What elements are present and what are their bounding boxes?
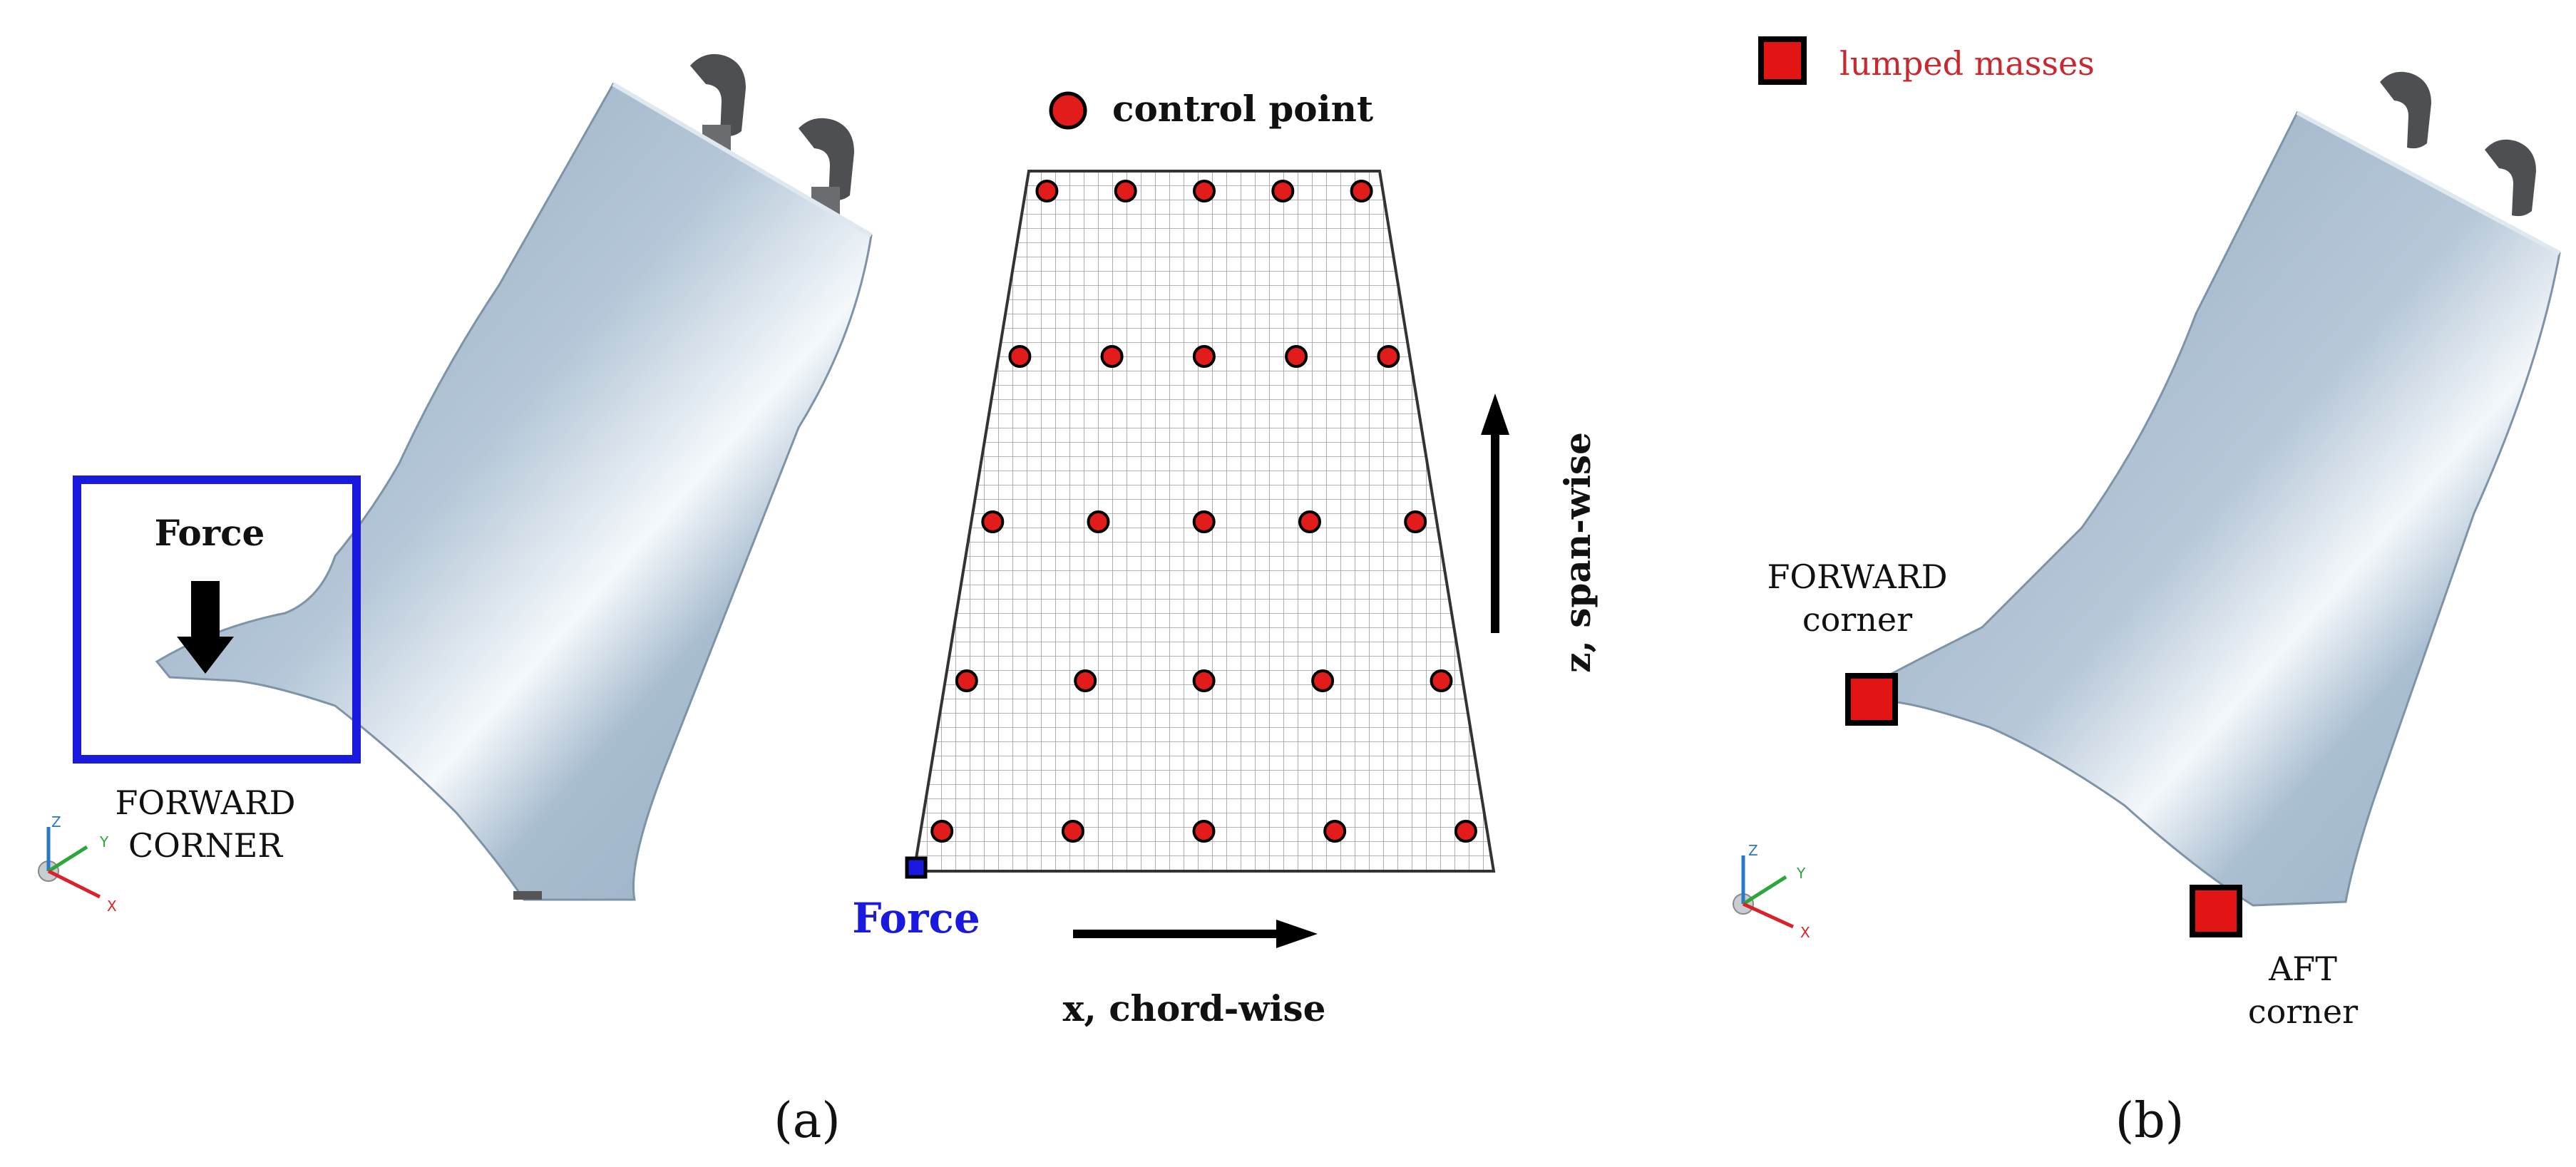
force-down-arrow-icon	[177, 581, 234, 674]
control-point	[1377, 345, 1400, 368]
grid-force-label: Force	[852, 894, 980, 942]
control-point-legend: control point	[1049, 88, 1373, 130]
forward-corner-b-label-line1: FORWARD	[1767, 557, 1948, 596]
forward-corner-label-line1: FORWARD	[116, 783, 296, 822]
aft-corner-label-line1: AFT	[2268, 950, 2337, 988]
control-point	[1061, 820, 1084, 843]
control-point	[981, 510, 1005, 533]
legend-control-point-label: control point	[1112, 88, 1373, 130]
triad-b-z-label: Z	[1748, 842, 1758, 859]
axis-triad-b: Z Y X	[1733, 842, 1810, 941]
forward-corner-highlight-box	[73, 475, 361, 764]
panel-a-label: (a)	[774, 1093, 841, 1149]
triad-b-x-label: X	[1800, 924, 1810, 941]
control-point	[1323, 820, 1347, 843]
control-point	[1350, 180, 1373, 202]
blade-a-body	[155, 82, 873, 901]
blade-a-group	[155, 53, 873, 901]
control-point	[1035, 180, 1059, 202]
force-application-marker	[905, 856, 928, 879]
control-point	[1008, 345, 1032, 368]
control-point	[1430, 669, 1453, 692]
control-point	[1271, 180, 1295, 202]
control-point	[955, 669, 978, 692]
forward-corner-label-line2: CORNER	[128, 826, 283, 865]
forward-lumped-mass-marker	[1845, 673, 1898, 726]
chordwise-axis-label: x, chord-wise	[1063, 987, 1326, 1029]
control-point	[1100, 345, 1124, 368]
control-point	[1285, 345, 1308, 368]
legend-control-point-marker	[1049, 91, 1087, 130]
control-point	[1404, 510, 1427, 533]
lumped-mass-legend: lumped masses	[1758, 36, 2095, 85]
chordwise-arrow	[1073, 920, 1318, 948]
control-point	[930, 820, 954, 843]
spanwise-arrow	[1481, 394, 1509, 633]
legend-lumped-mass-label: lumped masses	[1839, 44, 2095, 83]
blade-b-body	[1863, 110, 2561, 907]
blade-b-attachment-hooks	[2380, 71, 2536, 217]
blade-b-group	[1863, 71, 2561, 907]
control-point	[1311, 669, 1335, 692]
control-points-layer	[930, 180, 1477, 843]
control-point	[1298, 510, 1321, 533]
triad-a-x-label: X	[107, 898, 117, 915]
control-point	[1087, 510, 1110, 533]
control-point	[1192, 345, 1216, 368]
control-point	[1192, 669, 1216, 692]
triad-a-y-label: Y	[99, 833, 109, 850]
spanwise-axis-label: z, span-wise	[1556, 432, 1599, 673]
control-point	[1192, 820, 1216, 843]
triad-b-y-label: Y	[1796, 865, 1806, 882]
legend-lumped-mass-marker	[1758, 36, 1807, 85]
control-point	[1192, 510, 1216, 533]
triad-a-z-label: Z	[51, 813, 61, 831]
control-point	[1454, 820, 1477, 843]
control-point	[1193, 180, 1216, 202]
panel-b-label: (b)	[2115, 1093, 2185, 1149]
forward-corner-b-label-line2: corner	[1802, 600, 1912, 639]
axis-triad-a: Z Y X	[38, 813, 117, 915]
control-point	[1074, 669, 1097, 692]
blade-a-force-label: Force	[155, 512, 265, 554]
aft-corner-label-line2: corner	[2248, 992, 2358, 1031]
aft-lumped-mass-marker	[2190, 885, 2242, 937]
control-point	[1114, 180, 1137, 202]
